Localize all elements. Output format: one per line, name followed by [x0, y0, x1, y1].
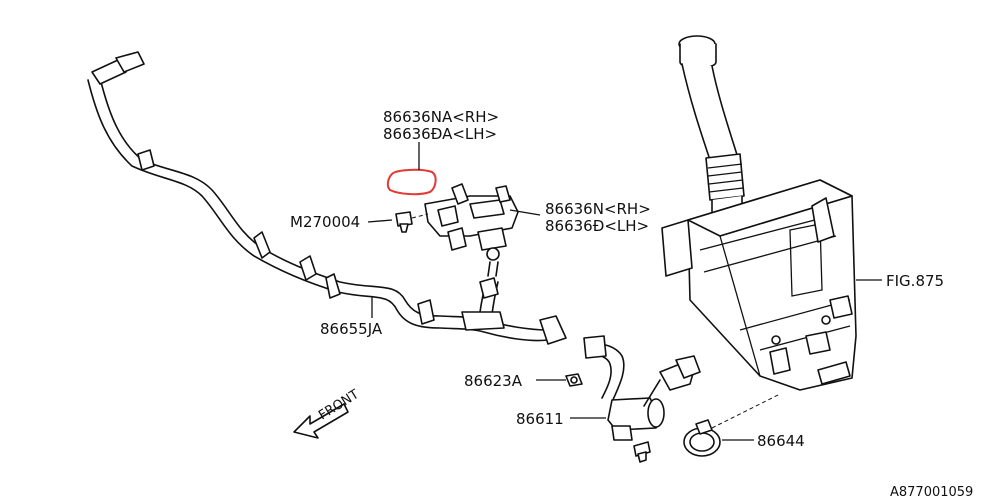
leader-lines [367, 142, 882, 441]
washer-hose-86655JA [87, 51, 567, 345]
bolt-M270004 [395, 211, 429, 233]
label-fig-875: FIG.875 [886, 272, 944, 290]
washer-nozzle-86636N [424, 183, 519, 261]
label-86655JA: 86655JA [320, 320, 383, 338]
clip-to-tank-dashed-line [711, 393, 781, 429]
label-86636DA-LH: 86636ÐA<LH> [383, 125, 497, 143]
pump-hose [583, 335, 625, 403]
grommet-86623A [565, 373, 583, 387]
label-86636N-RH: 86636N<RH> [545, 200, 651, 218]
label-M270004: M270004 [290, 213, 360, 231]
label-86623A: 86623A [464, 372, 523, 390]
washer-tank-reference [661, 35, 857, 391]
label-86611: 86611 [516, 410, 564, 428]
label-86644: 86644 [757, 432, 805, 450]
washer-pump-86611 [607, 355, 701, 441]
label-86636NA-RH: 86636NA<RH> [383, 108, 499, 126]
clip-86644 [683, 419, 721, 457]
front-direction-arrow [293, 403, 349, 439]
drawing-id: A877001059 [890, 485, 973, 497]
label-86636D-LH: 86636Ð<LH> [545, 217, 649, 235]
highlighted-gasket-outline [386, 168, 437, 196]
pump-bolt [633, 441, 651, 463]
